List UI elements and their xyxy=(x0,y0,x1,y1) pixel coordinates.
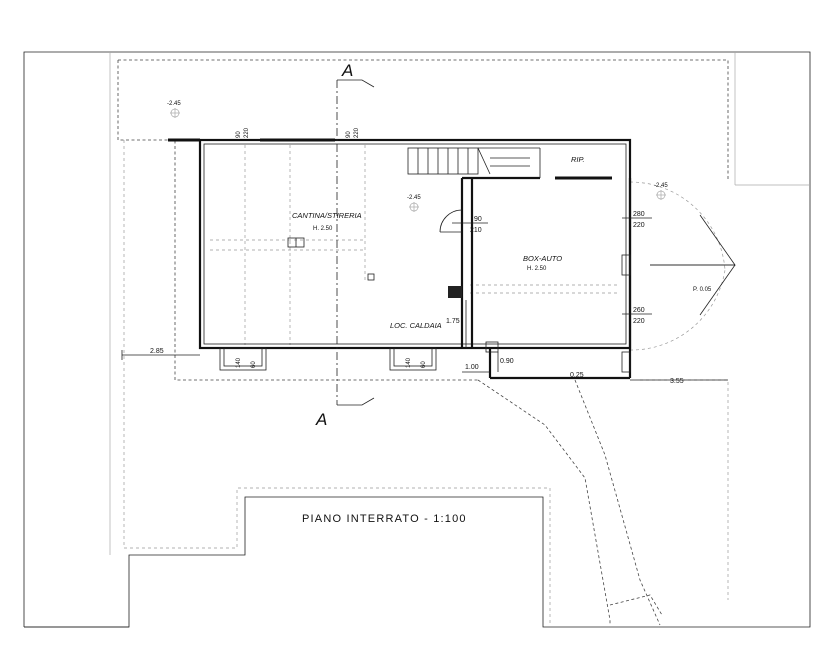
note-right: P. 0.05 xyxy=(693,287,712,293)
room-name-box: BOX-AUTO xyxy=(523,254,562,263)
window-wells xyxy=(219,347,437,371)
window-2-width: 90 xyxy=(346,131,352,138)
dim-caldaia-width: 1.75 xyxy=(446,318,460,325)
box-door-2-height: 220 xyxy=(633,318,645,325)
box-door-2-width: 260 xyxy=(633,307,645,314)
bottom-window-2-height: 60 xyxy=(421,361,427,368)
door-caldaia-height: 210 xyxy=(470,227,482,234)
window-1-width: 90 xyxy=(236,131,242,138)
room-height-cantina: H. 2.50 xyxy=(313,226,333,232)
bottom-window-1-height: 60 xyxy=(251,361,257,368)
plan-title: PIANO INTERRATO - 1:100 xyxy=(302,513,467,525)
dim-left: 2.85 xyxy=(150,348,164,355)
door-swings xyxy=(287,209,736,316)
room-name-rip: RIP. xyxy=(571,155,585,164)
window-2-height: 220 xyxy=(354,127,360,138)
section-marker-bottom: A xyxy=(315,410,327,429)
section-marker-top: A xyxy=(341,61,353,80)
room-labels: CANTINA/STIRERIA H. 2.50 BOX-AUTO H. 2.5… xyxy=(292,155,585,330)
room-name-cantina: CANTINA/STIRERIA xyxy=(292,211,362,220)
dim-pier: 0.90 xyxy=(500,358,514,365)
stairs xyxy=(407,147,541,178)
walls xyxy=(168,138,632,380)
dim-right: 3.55 xyxy=(670,378,684,385)
box-door-1-height: 220 xyxy=(633,222,645,229)
box-door-1-width: 280 xyxy=(633,211,645,218)
site-boundary xyxy=(23,51,811,628)
level-top-left: -2.45 xyxy=(167,101,181,107)
dim-step: 1.00 xyxy=(465,364,479,371)
opening-dimensions: 90 220 90 220 90 210 280 220 260 220 140… xyxy=(236,127,652,368)
door-caldaia-width: 90 xyxy=(474,216,482,223)
window-1-height: 220 xyxy=(244,127,250,138)
room-name-caldaia: LOC. CALDAIA xyxy=(390,321,442,330)
dim-ramp: 0.25 xyxy=(570,372,584,379)
room-height-box: H. 2.50 xyxy=(527,266,547,272)
level-right: -2.45 xyxy=(654,183,668,189)
dashed-outlines xyxy=(117,59,729,626)
section-line: A A xyxy=(315,61,375,429)
level-interior: -2.45 xyxy=(407,195,421,201)
bottom-window-1-width: 140 xyxy=(236,357,242,368)
level-markers: -2.45 -2.45 -2.45 P. 0.05 xyxy=(167,101,712,293)
bottom-window-2-width: 140 xyxy=(406,357,412,368)
dimension-lines: 2.85 1.75 0.90 1.00 0.25 3.55 xyxy=(121,300,728,385)
